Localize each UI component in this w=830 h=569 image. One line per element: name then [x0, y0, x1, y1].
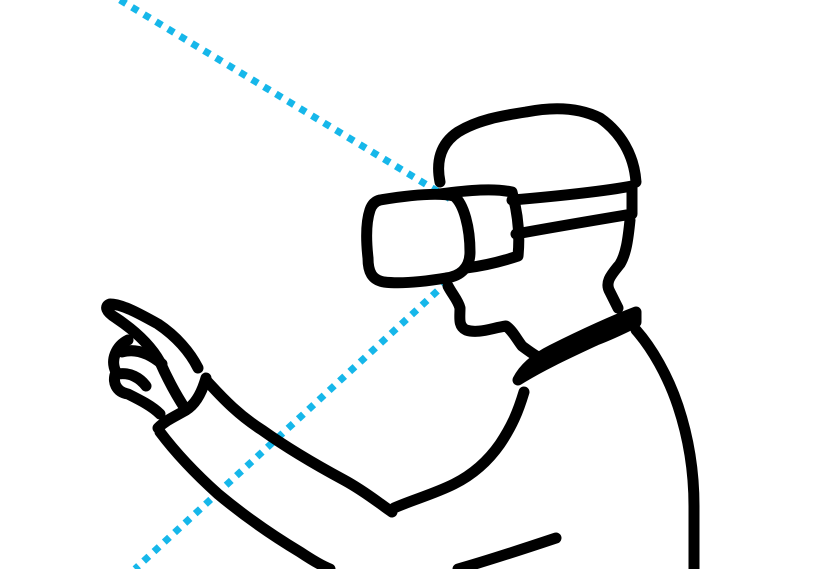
curled-fingers	[108, 334, 166, 420]
forearm-bottom	[154, 426, 336, 569]
arm-upper-outline	[388, 386, 530, 514]
back-line	[630, 324, 700, 569]
back-of-head	[602, 214, 636, 314]
headset-side	[434, 184, 525, 274]
field-of-view-lines	[118, 0, 461, 569]
head-outline	[433, 103, 642, 188]
face-profile	[442, 280, 546, 364]
finger-knuckle-lower	[112, 368, 152, 392]
fov-line-lower	[132, 269, 461, 569]
headset-strap	[506, 180, 638, 240]
person-outline	[101, 103, 700, 569]
forearm-top	[200, 374, 398, 518]
fov-line-upper	[118, 0, 454, 203]
headset-visor	[361, 188, 476, 289]
finger-knuckle	[116, 345, 168, 370]
lower-body-stroke	[452, 532, 562, 569]
shirt-collar	[512, 306, 642, 386]
